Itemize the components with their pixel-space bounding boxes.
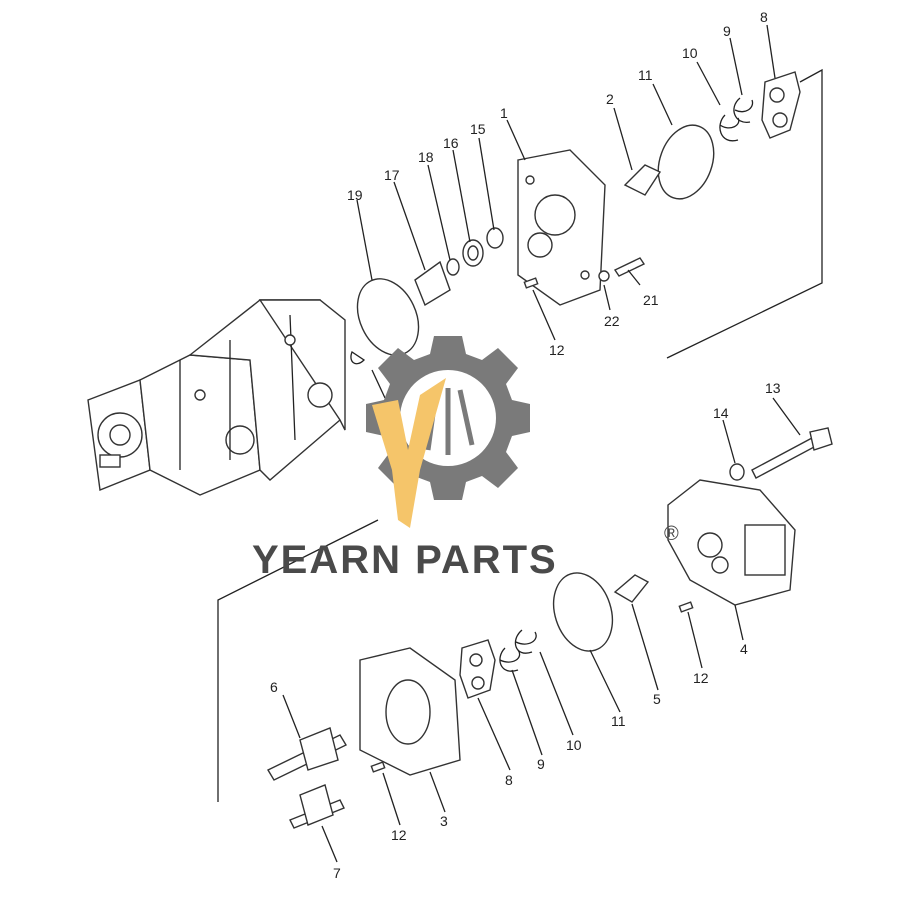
callout-11-bottom: 11 bbox=[611, 713, 626, 729]
callout-1: 1 bbox=[500, 105, 508, 121]
top-exploded-group bbox=[350, 68, 823, 365]
callout-17: 17 bbox=[384, 167, 400, 183]
watermark-logo: YEARN PARTS ® bbox=[252, 336, 679, 582]
callout-10-top: 10 bbox=[682, 45, 698, 61]
callout-18: 18 bbox=[418, 149, 434, 165]
callout-14: 14 bbox=[713, 405, 729, 421]
callout-16: 16 bbox=[443, 135, 459, 151]
callout-12-top: 12 bbox=[549, 342, 565, 358]
callout-3: 3 bbox=[440, 813, 448, 829]
callout-12-right: 12 bbox=[693, 670, 709, 686]
callout-7: 7 bbox=[333, 865, 341, 881]
yearn-y-icon bbox=[372, 378, 446, 528]
bottom-exploded-group bbox=[217, 519, 537, 829]
callout-21: 21 bbox=[643, 292, 659, 308]
assembled-pump bbox=[87, 299, 346, 496]
registered-mark: ® bbox=[664, 523, 679, 545]
callouts: 1 2 11 10 9 8 15 16 18 17 19 20 21 22 12… bbox=[270, 9, 781, 881]
callout-8-bottom: 8 bbox=[505, 772, 513, 788]
callout-11-top: 11 bbox=[638, 67, 653, 83]
callout-4: 4 bbox=[740, 641, 748, 657]
callout-5: 5 bbox=[653, 691, 661, 707]
callout-15: 15 bbox=[470, 121, 486, 137]
callout-12-bottom: 12 bbox=[391, 827, 407, 843]
callout-19: 19 bbox=[347, 187, 363, 203]
callout-6: 6 bbox=[270, 679, 278, 695]
cover-group bbox=[552, 427, 833, 652]
callout-13: 13 bbox=[765, 380, 781, 396]
callout-8-top: 8 bbox=[760, 9, 768, 25]
callout-9-top: 9 bbox=[723, 23, 731, 39]
watermark-brand: YEARN PARTS bbox=[252, 538, 558, 582]
callout-10-bottom: 10 bbox=[566, 737, 582, 753]
leader-lines bbox=[282, 24, 801, 863]
callout-2: 2 bbox=[606, 91, 614, 107]
callout-22: 22 bbox=[604, 313, 620, 329]
callout-9-bottom: 9 bbox=[537, 756, 545, 772]
